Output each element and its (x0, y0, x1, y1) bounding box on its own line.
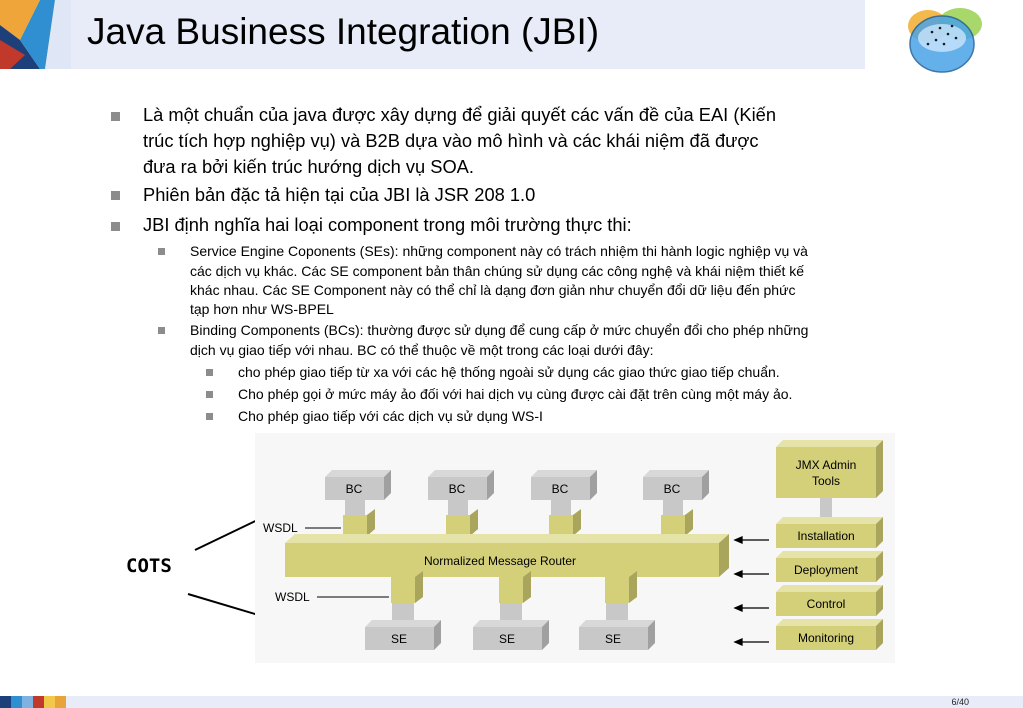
bullet-text: đưa ra bởi kiến trúc hướng dịch vụ SOA. (143, 156, 474, 177)
bullet-marker (111, 112, 120, 121)
admin-box-deployment: Deployment (776, 551, 883, 582)
se-block: SE (579, 603, 655, 650)
slide-title: Java Business Integration (JBI) (87, 11, 600, 52)
globe-logo (904, 4, 986, 74)
bullet-marker (158, 327, 165, 334)
svg-text:Installation: Installation (797, 529, 854, 543)
bullet-text: Phiên bản đặc tả hiện tại của JBI là JSR… (143, 184, 536, 205)
admin-box-monitoring: Monitoring (776, 619, 883, 650)
message-router: Normalized Message Router (285, 534, 729, 577)
bc-block: BC (428, 470, 494, 520)
bullet-marker (206, 391, 213, 398)
svg-text:BC: BC (449, 482, 466, 496)
router-label: Normalized Message Router (424, 554, 576, 568)
bullet-text: cho phép giao tiếp từ xa với các hệ thốn… (238, 364, 780, 380)
bullet-text: Binding Components (BCs): thường được sử… (190, 322, 809, 338)
bullet-text: JBI định nghĩa hai loại component trong … (143, 214, 632, 235)
admin-box-control: Control (776, 585, 883, 616)
svg-text:BC: BC (664, 482, 681, 496)
bc-block: BC (325, 470, 391, 520)
bullet-text: Là một chuẩn của java được xây dựng để g… (143, 104, 777, 125)
bullet-marker (111, 191, 120, 200)
wsdl-label: WSDL (263, 521, 298, 535)
bullet-marker (111, 222, 120, 231)
bullet-text: trúc tích hợp nghiệp vụ) và B2B dựa vào … (143, 130, 759, 151)
bullet-text: các dịch vụ khác. Các SE component bản t… (190, 263, 805, 279)
svg-text:BC: BC (346, 482, 363, 496)
jmx-admin-label: JMX Admin (796, 458, 857, 472)
jmx-admin-box: JMX Admin Tools (776, 440, 883, 498)
bullet-text: khác nhau. Các SE Component này có thể c… (190, 282, 796, 298)
svg-text:SE: SE (605, 632, 621, 646)
bullet-marker (206, 369, 213, 376)
svg-text:SE: SE (391, 632, 407, 646)
page-number: 6/40 (951, 697, 969, 707)
svg-text:Control: Control (807, 597, 846, 611)
title-bar (71, 0, 865, 69)
logo-graphic (0, 0, 71, 69)
se-block: SE (473, 603, 549, 650)
cots-label: COTS (126, 555, 172, 577)
svg-text:Monitoring: Monitoring (798, 631, 854, 645)
jmx-admin-label: Tools (812, 474, 840, 488)
bullet-text: Cho phép gọi ở mức máy ảo đối với hai dị… (238, 386, 793, 402)
admin-box-installation: Installation (776, 517, 883, 548)
bullet-text: tạp hơn như WS-BPEL (190, 301, 334, 317)
se-block: SE (365, 603, 441, 650)
bullet-marker (206, 413, 213, 420)
bullet-text: dịch vụ giao tiếp với nhau. BC có thể th… (190, 342, 654, 358)
bullet-text: Service Engine Coponents (SEs): những co… (190, 243, 808, 259)
bullet-text: Cho phép giao tiếp với các dịch vụ sử dụ… (238, 408, 543, 424)
bullet-marker (158, 248, 165, 255)
jbi-architecture-diagram: JMX Admin Tools Installation Deployment … (255, 433, 895, 663)
footer-color-strip (0, 696, 66, 708)
svg-text:SE: SE (499, 632, 515, 646)
svg-text:BC: BC (552, 482, 569, 496)
wsdl-label: WSDL (275, 590, 310, 604)
svg-text:Deployment: Deployment (794, 563, 859, 577)
footer-bar (0, 696, 1023, 708)
